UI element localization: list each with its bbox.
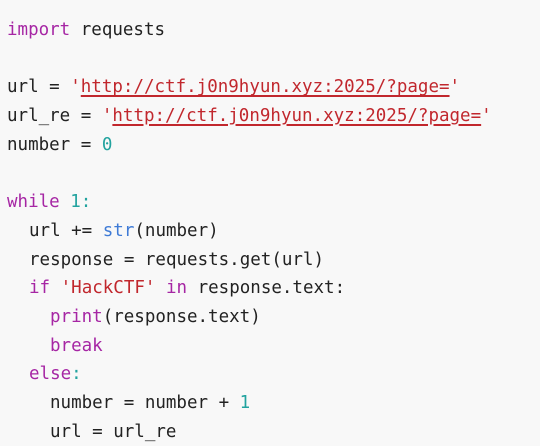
keyword-in: in — [166, 278, 188, 299]
code-line: number = 0 — [7, 131, 492, 160]
url-re-assign: url_re = — [7, 106, 102, 127]
code-line: url += str(number) — [7, 217, 492, 246]
colon: : — [71, 364, 82, 385]
code-line: if 'HackCTF' in response.text: — [7, 274, 492, 303]
string-quote-close: ' — [481, 106, 492, 127]
code-line: else: — [7, 360, 492, 389]
keyword-while: while — [7, 192, 60, 213]
code-line: print(response.text) — [7, 303, 492, 332]
number-assign: number = — [7, 134, 102, 155]
keyword-break: break — [50, 335, 103, 356]
number-increment: number = number + — [50, 392, 240, 413]
keyword-else: else — [29, 364, 72, 385]
code-line: break — [7, 332, 492, 361]
keyword-print: print — [50, 306, 103, 327]
url-link[interactable]: http://ctf.j0n9hyun.xyz:2025/?page= — [112, 106, 482, 127]
url-link[interactable]: http://ctf.j0n9hyun.xyz:2025/?page= — [80, 77, 450, 98]
code-line: url = 'http://ctf.j0n9hyun.xyz:2025/?pag… — [7, 73, 492, 102]
module-name: requests — [70, 20, 166, 40]
string-quote-open: ' — [70, 77, 81, 98]
blank-line — [7, 45, 492, 74]
number-literal: 1 — [70, 192, 81, 213]
string-quote-close: ' — [449, 77, 461, 98]
code-line: url_re = 'http://ctf.j0n9hyun.xyz:2025/?… — [7, 102, 492, 131]
keyword-if: if — [29, 278, 51, 299]
blank-line — [7, 159, 492, 188]
url-reset: url = url_re — [50, 421, 177, 442]
number-literal: 1 — [239, 392, 251, 413]
code-line: while 1: — [7, 188, 492, 217]
keyword-import: import — [7, 20, 71, 40]
code-line: number = number + 1 — [7, 389, 492, 418]
url-append: url += — [29, 220, 103, 241]
call-args: (response.text) — [102, 306, 261, 327]
colon: : — [80, 192, 92, 213]
string-literal: 'HackCTF' — [60, 278, 156, 299]
call-args: (number) — [134, 220, 219, 241]
number-literal: 0 — [101, 134, 113, 155]
code-line: response = requests.get(url) — [7, 246, 492, 275]
code-line: import requests — [7, 16, 492, 45]
string-quote-open: ' — [101, 106, 113, 127]
url-assign: url = — [7, 77, 71, 98]
code-line: url = url_re — [7, 418, 492, 446]
response-assign: response = requests.get(url) — [29, 249, 325, 270]
builtin-str: str — [102, 220, 135, 241]
condition-target: response.text: — [187, 278, 346, 299]
